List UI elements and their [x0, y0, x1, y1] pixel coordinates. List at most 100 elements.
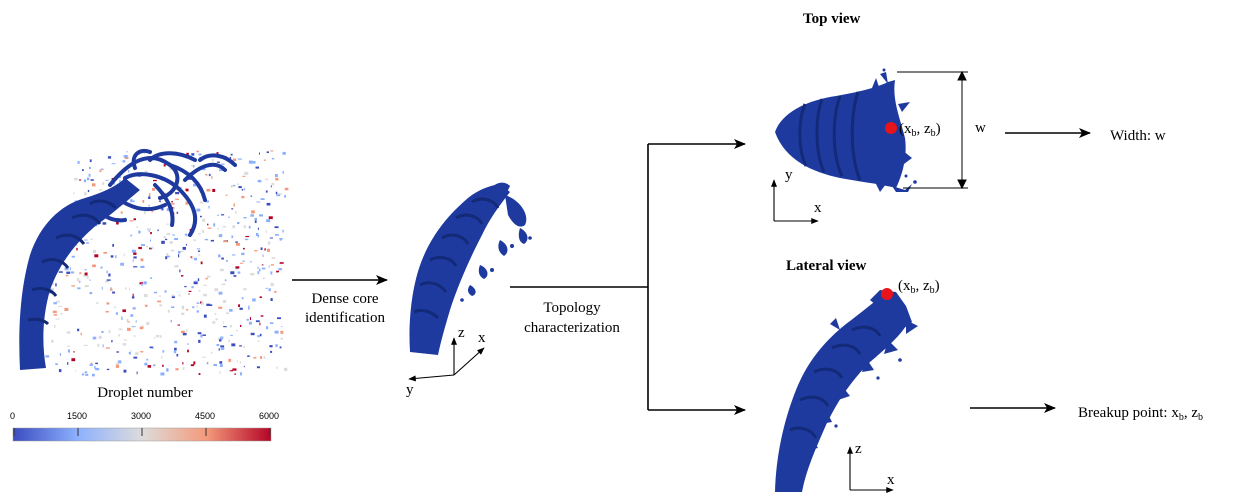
- droplet: [247, 319, 249, 321]
- droplet: [68, 349, 70, 352]
- droplet: [230, 335, 233, 336]
- droplet: [92, 374, 95, 377]
- droplet: [237, 222, 240, 224]
- droplet: [193, 361, 195, 364]
- droplet: [92, 183, 96, 186]
- droplet: [130, 199, 133, 202]
- droplet: [148, 196, 150, 199]
- droplet: [96, 302, 98, 304]
- droplet: [66, 275, 69, 277]
- droplet: [221, 214, 224, 215]
- droplet: [253, 357, 256, 359]
- droplet: [207, 189, 211, 192]
- droplet: [124, 155, 128, 158]
- droplet: [189, 293, 190, 294]
- droplet: [201, 262, 203, 265]
- droplet: [223, 326, 227, 327]
- droplet: [233, 159, 236, 162]
- droplet: [171, 203, 175, 205]
- droplet: [67, 362, 68, 365]
- droplet: [243, 346, 245, 348]
- droplet: [84, 345, 88, 346]
- droplet: [206, 278, 208, 280]
- droplet: [240, 372, 242, 375]
- droplet: [244, 225, 246, 228]
- droplet: [256, 167, 260, 169]
- droplet: [231, 186, 232, 187]
- droplet: [283, 171, 284, 174]
- droplet: [194, 258, 197, 261]
- droplet: [263, 255, 264, 258]
- droplet: [77, 287, 80, 289]
- lateral-view-title: Lateral view: [786, 258, 866, 275]
- droplet: [219, 348, 220, 350]
- droplet: [164, 236, 166, 238]
- step1-label-line2: identification: [290, 310, 400, 327]
- droplet: [261, 198, 265, 200]
- droplet: [145, 305, 148, 307]
- droplet: [265, 179, 268, 181]
- droplet: [284, 195, 286, 198]
- droplet: [133, 253, 136, 255]
- droplet: [271, 186, 272, 188]
- droplet: [159, 304, 162, 306]
- droplet: [103, 344, 104, 347]
- droplet: [221, 336, 222, 337]
- droplet: [73, 351, 74, 352]
- droplet: [221, 164, 225, 165]
- droplet: [109, 330, 111, 333]
- droplet: [167, 233, 171, 235]
- droplet: [234, 204, 235, 207]
- droplet: [90, 239, 93, 240]
- colorbar-tick-0: 0: [10, 411, 15, 421]
- droplet: [276, 194, 280, 196]
- droplet: [133, 357, 137, 359]
- droplet: [150, 232, 152, 234]
- droplet: [242, 176, 245, 177]
- droplet: [276, 367, 277, 369]
- droplet: [165, 239, 167, 240]
- droplet: [164, 164, 166, 166]
- droplet: [217, 344, 220, 346]
- droplet: [59, 369, 62, 372]
- droplet: [107, 279, 111, 280]
- droplet: [258, 228, 259, 230]
- droplet: [127, 321, 130, 322]
- droplet: [89, 167, 91, 169]
- droplet: [266, 191, 268, 193]
- droplet: [72, 256, 75, 258]
- droplet: [161, 241, 165, 244]
- droplet: [136, 320, 137, 322]
- droplet: [217, 162, 220, 163]
- droplet: [85, 285, 89, 287]
- droplet: [255, 218, 258, 220]
- droplet: [140, 266, 144, 268]
- droplet: [85, 273, 88, 276]
- breakup-result: Breakup point: xb, zb: [1078, 405, 1203, 422]
- droplet: [247, 356, 249, 358]
- droplet: [134, 218, 137, 220]
- droplet: [147, 228, 151, 231]
- droplet: [195, 281, 198, 282]
- colorbar-tick-4500: 4500: [195, 411, 215, 421]
- droplet: [214, 288, 218, 291]
- droplet: [174, 350, 176, 353]
- droplet: [150, 240, 151, 242]
- droplet: [144, 363, 147, 366]
- droplet: [174, 341, 177, 344]
- droplet: [183, 333, 187, 335]
- droplet: [275, 234, 279, 236]
- droplet: [71, 285, 75, 286]
- droplet: [178, 254, 179, 257]
- colorbar-tick-1500: 1500: [67, 411, 87, 421]
- droplet: [261, 315, 264, 316]
- droplet: [235, 241, 237, 242]
- droplet: [250, 317, 251, 320]
- droplet: [116, 365, 119, 368]
- droplet: [146, 322, 149, 325]
- droplet: [168, 310, 170, 313]
- droplet: [161, 356, 162, 359]
- droplet: [141, 283, 143, 286]
- droplet: [124, 370, 127, 373]
- droplet: [70, 267, 71, 270]
